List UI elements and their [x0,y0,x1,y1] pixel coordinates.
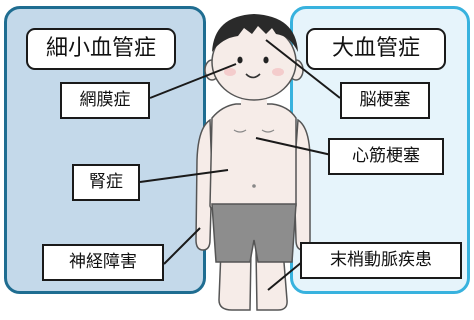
right-leg [255,249,288,311]
leader-peripheral-artery-disease [267,261,303,291]
label-stroke: 脳梗塞 [340,82,430,119]
label-retinopathy: 網膜症 [60,82,150,119]
left-eye [237,56,243,64]
label-peripheral-artery-disease: 末梢動脈疾患 [300,242,462,279]
leader-neuropathy [163,227,201,265]
microvascular-title: 細小血管症 [26,28,176,70]
leader-nephropathy [139,169,229,183]
leader-retinopathy [149,63,237,99]
right-eye [263,56,269,64]
torso [209,103,297,213]
left-arm [195,118,213,251]
leader-myocardial-infarction [255,137,337,157]
label-neuropathy: 神経障害 [42,244,164,281]
label-myocardial-infarction: 心筋梗塞 [328,138,444,175]
left-leg [218,249,252,311]
hair [212,14,298,52]
leader-stroke [265,39,341,99]
label-nephropathy: 腎症 [72,164,140,201]
mouth [245,73,261,79]
macrovascular-title: 大血管症 [306,28,446,70]
shorts [211,203,297,263]
